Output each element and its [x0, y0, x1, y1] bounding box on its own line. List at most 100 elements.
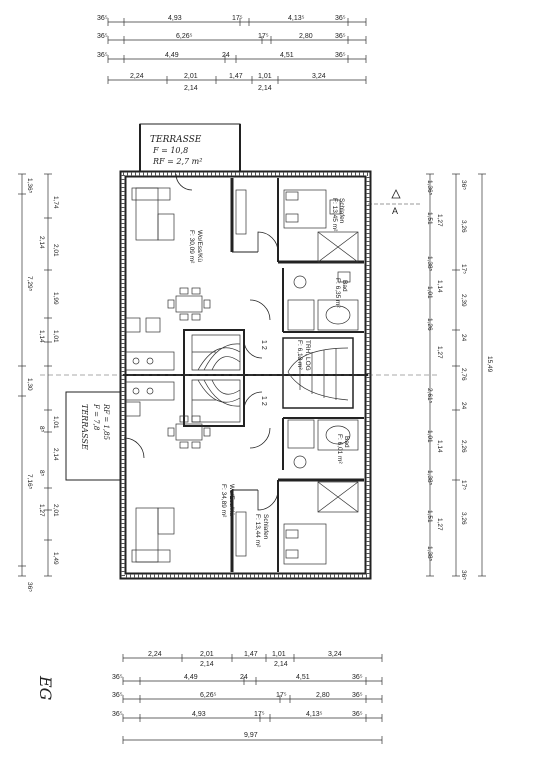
dim-label: 4,51 [280, 52, 294, 59]
dim-label: 1,14 [38, 330, 45, 343]
terrace-left-area: F = 7,8 [92, 403, 100, 431]
dim-label: 1,01 [272, 651, 286, 658]
dim-label: 1,47 [229, 73, 243, 80]
stair-label-top: 1 2 [260, 340, 267, 350]
terrace-top: TERRASSE F = 10,8 RF = 2,7 m² [139, 123, 241, 175]
dim-label: 15,49 [486, 356, 493, 373]
room-wohnen-top-name: Wo/Ess/Kü [196, 230, 203, 262]
stair-top [191, 334, 241, 371]
dim-label: 1,27 [436, 518, 443, 531]
dim-label: 1,27 [38, 504, 45, 517]
furniture-bottom [125, 381, 359, 565]
dim-label: 1,36⁵ [426, 180, 433, 196]
room-wohnen-bottom-area: F: 34,89 m² [220, 484, 227, 518]
dim-label: 36⁵ [97, 52, 108, 59]
dim-label: 1,01 [426, 286, 433, 299]
room-bad-top-area: F: 6,35 m² [334, 278, 341, 308]
dim-label: 1,30 [26, 378, 33, 391]
dim-label: 1,36⁵ [26, 178, 33, 194]
bottom-dimension-labels: 2,24 2,01 1,47 1,01 3,24 2,14 2,14 36⁵ 4… [112, 651, 363, 739]
dim-label: 3,26 [460, 512, 467, 525]
dim-label: 1,27 [436, 346, 443, 359]
dim-label: 1,47 [244, 651, 258, 658]
top-dimension-chains [107, 18, 367, 84]
furniture-top [125, 187, 359, 371]
room-labels: Wo/Ess/Kü F: 30,09 m² Schlafen F: 13,45 … [188, 198, 350, 548]
terrace-top-area: F = 10,8 [152, 146, 188, 155]
room-wohnen-top-area: F: 30,09 m² [188, 230, 195, 264]
dim-label: 36⁵ [352, 674, 363, 681]
dim-label: 7,29⁵ [26, 276, 33, 292]
dim-label: 17⁵ [276, 692, 287, 699]
dim-label: 2,61⁵ [426, 388, 433, 404]
terrace-left-rf: RF = 1,85 [102, 403, 110, 441]
dim-label: 36⁵ [97, 15, 108, 22]
room-treppe-name: TRH, LOG [304, 340, 311, 371]
dim-label: 1,01 [426, 430, 433, 443]
stair-right [287, 347, 349, 401]
dim-label: 2,14 [274, 661, 288, 668]
dim-label: 2,01 [52, 504, 59, 517]
section-marker: A [40, 189, 440, 376]
dim-label: 2,01 [200, 651, 214, 658]
dim-label: 1,74 [52, 196, 59, 209]
dim-label: 3,24 [328, 651, 342, 658]
dim-label: 1,01 [52, 330, 59, 343]
left-dimension-labels: 1,36⁵ 7,29⁵ 1,30 7,16⁵ 36⁵ 1,74 2,01 2,1… [26, 178, 59, 592]
dim-label: 36⁵ [112, 692, 123, 699]
dim-label: 4,13⁵ [288, 15, 305, 22]
dim-label: 2,14 [258, 85, 272, 92]
dim-label: 8⁵ [38, 426, 45, 433]
dim-label: 3,26 [460, 220, 467, 233]
dim-label: 1,14 [436, 280, 443, 293]
dim-label: 2,39 [460, 294, 467, 307]
dim-label: 4,51 [296, 674, 310, 681]
dim-label: 7,16⁵ [26, 474, 33, 490]
dim-label: 36⁵ [26, 582, 33, 592]
room-bad-bottom-area: F: 6,01 m² [336, 434, 343, 464]
floor-note: EG [36, 675, 55, 701]
dim-label: 2,26 [460, 440, 467, 453]
dim-label: 24 [460, 334, 467, 342]
dim-label: 24 [240, 674, 248, 681]
dim-label: 1,38⁵ [426, 256, 433, 272]
right-dimension-labels: 1,36⁵ 1,51 1,27 1,38⁵ 1,14 1,01 1,26 1,2… [426, 180, 493, 580]
dim-label-total: 9,97 [244, 732, 258, 739]
dim-label: 8⁵ [38, 470, 45, 477]
dim-label: 1,51 [426, 510, 433, 523]
dim-label: 36⁵ [112, 674, 123, 681]
dim-label: 1,49 [52, 552, 59, 565]
dim-label: 2,01 [52, 244, 59, 257]
room-bad-top-name: Bad [341, 280, 348, 292]
dim-label: 17⁵ [232, 15, 243, 22]
room-schlafen-bottom-area: F: 13,44 m² [254, 514, 261, 548]
dim-label: 4,13⁵ [306, 711, 323, 718]
bottom-dimension-lines [122, 654, 383, 744]
dim-label: 1,14 [436, 440, 443, 453]
dim-label: 36⁵ [352, 711, 363, 718]
dim-label: 1,38⁵ [426, 470, 433, 486]
room-schlafen-top-area: F: 13,45 m² [331, 198, 338, 232]
dim-label: 24 [222, 52, 230, 59]
dim-label: 6,26⁵ [176, 33, 193, 40]
dim-label: 4,49 [165, 52, 179, 59]
stair-label-bottom: 1 2 [260, 396, 267, 406]
door-swings [123, 173, 279, 511]
dim-label: 2,14 [38, 236, 45, 249]
dim-label: 1,01 [258, 73, 272, 80]
dim-label: 2,76 [460, 368, 467, 381]
room-wohnen-bottom-name: Wo/Ess/Kü [228, 484, 235, 516]
dim-label: 6,26⁵ [200, 692, 217, 699]
dim-label: 2,14 [184, 85, 198, 92]
terrace-left-title: TERRASSE [80, 404, 89, 450]
dim-label: 1,26 [426, 318, 433, 331]
dim-label: 36⁵ [112, 711, 123, 718]
dim-label: 1,01 [52, 416, 59, 429]
dim-label: 2,01 [184, 73, 198, 80]
dim-label: 2,80 [316, 692, 330, 699]
terrace-left: TERRASSE F = 7,8 RF = 1,85 [65, 391, 125, 481]
dim-label: 3,24 [312, 73, 326, 80]
right-dimension-lines [426, 173, 486, 577]
dim-label: 2,14 [200, 661, 214, 668]
